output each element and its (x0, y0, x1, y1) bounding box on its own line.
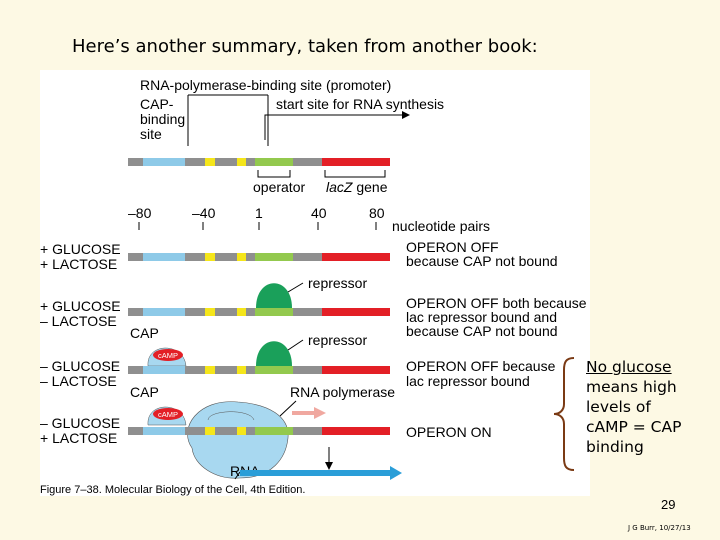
note-line-2: means high (586, 378, 677, 396)
condition1-glucose: + GLUCOSE (40, 241, 121, 257)
dna-strand-2 (128, 308, 390, 316)
camp-label-2: cAMP (158, 410, 178, 419)
cap-label-2: CAP (130, 384, 159, 400)
cap-site-label-3: site (140, 126, 162, 142)
dna-strand-1 (128, 253, 390, 261)
operator-bracket (257, 170, 291, 178)
camp-label-1: cAMP (158, 351, 178, 360)
figure-caption: Figure 7–38. Molecular Biology of the Ce… (40, 484, 305, 496)
condition3-glucose: – GLUCOSE (40, 358, 120, 374)
cap-site-label-2: binding (140, 111, 185, 127)
repressor-label-1: repressor (308, 275, 367, 291)
condition2-glucose: + GLUCOSE (40, 298, 121, 314)
lac-operon-figure: RNA-polymerase-binding site (promoter) C… (40, 70, 590, 496)
note-line-3: levels of (586, 398, 651, 416)
curly-brace (553, 357, 575, 471)
note-line-4: cAMP = CAP (586, 418, 682, 436)
start-site-arrow (264, 114, 402, 140)
repressor-shape-2 (256, 341, 292, 366)
condition2-status-3: because CAP not bound (406, 323, 558, 339)
condition1-status-1: OPERON OFF (406, 239, 499, 255)
tick-label-minus40: –40 (192, 205, 216, 221)
cap-label-1: CAP (130, 325, 159, 341)
scale-unit-label: nucleotide pairs (392, 218, 490, 234)
condition4-glucose: – GLUCOSE (40, 415, 120, 431)
camp-oval-2 (153, 408, 183, 420)
rna-polymerase-shape (187, 401, 289, 479)
tick-label-40: 40 (311, 205, 327, 221)
camp-oval-1 (153, 349, 183, 361)
rna-down-arrowhead (325, 462, 333, 470)
condition2-status-1: OPERON OFF both because (406, 295, 587, 311)
repressor-label-2: repressor (308, 332, 367, 348)
lacz-name: lacZ (326, 179, 353, 195)
condition4-status: OPERON ON (406, 424, 492, 440)
cap-site-label-1: CAP- (140, 96, 174, 112)
tick-label-1: 1 (255, 205, 263, 221)
condition3-status-2: lac repressor bound (406, 373, 530, 389)
start-site-label: start site for RNA synthesis (276, 96, 444, 112)
operator-label: operator (253, 179, 305, 195)
note-line-1: No glucose (586, 358, 672, 376)
start-site-arrowhead (402, 111, 410, 119)
condition2-status-2: lac repressor bound and (406, 309, 557, 325)
repressor-pointer-1 (287, 282, 304, 293)
rna-pointer (234, 471, 241, 480)
polymerase-clamp-top (207, 411, 255, 421)
condition1-status-2: because CAP not bound (406, 253, 558, 269)
rna-transcript (240, 470, 390, 476)
lacz-gene-label: lacZ gene (326, 179, 388, 195)
condition4-lactose: + LACTOSE (40, 430, 117, 446)
tick-label-80: 80 (369, 205, 385, 221)
slide-title: Here’s another summary, taken from anoth… (72, 36, 538, 57)
repressor-shape-1 (256, 283, 292, 308)
dna-strand-4 (128, 427, 390, 435)
rna-transcript-arrowhead (390, 466, 402, 480)
polymerase-pointer (279, 400, 297, 417)
condition3-status-1: OPERON OFF because (406, 358, 556, 374)
condition1-lactose: + LACTOSE (40, 256, 117, 272)
promoter-label: RNA-polymerase-binding site (promoter) (140, 77, 391, 93)
rna-polymerase-label: RNA polymerase (290, 384, 395, 400)
note-line-5: binding (586, 438, 644, 456)
condition3-lactose: – LACTOSE (40, 373, 117, 389)
transcription-direction-arrowhead (314, 407, 326, 419)
dna-strand-3 (128, 366, 390, 374)
repressor-pointer-2 (287, 339, 304, 351)
gene-word: gene (352, 179, 387, 195)
dna-strand-reference (128, 158, 390, 166)
side-note: No glucose means high levels of cAMP = C… (586, 357, 698, 457)
footer-credit: J G Burr, 10/27/13 (628, 524, 691, 532)
lac-operon-diagram: RNA-polymerase-binding site (promoter) C… (40, 77, 587, 496)
lacz-bracket (324, 170, 386, 178)
condition2-lactose: – LACTOSE (40, 313, 117, 329)
nucleotide-scale: –80 –40 1 40 80 nucleotide pairs (128, 205, 490, 234)
slide-number: 29 (661, 497, 676, 512)
tick-label-minus80: –80 (128, 205, 152, 221)
